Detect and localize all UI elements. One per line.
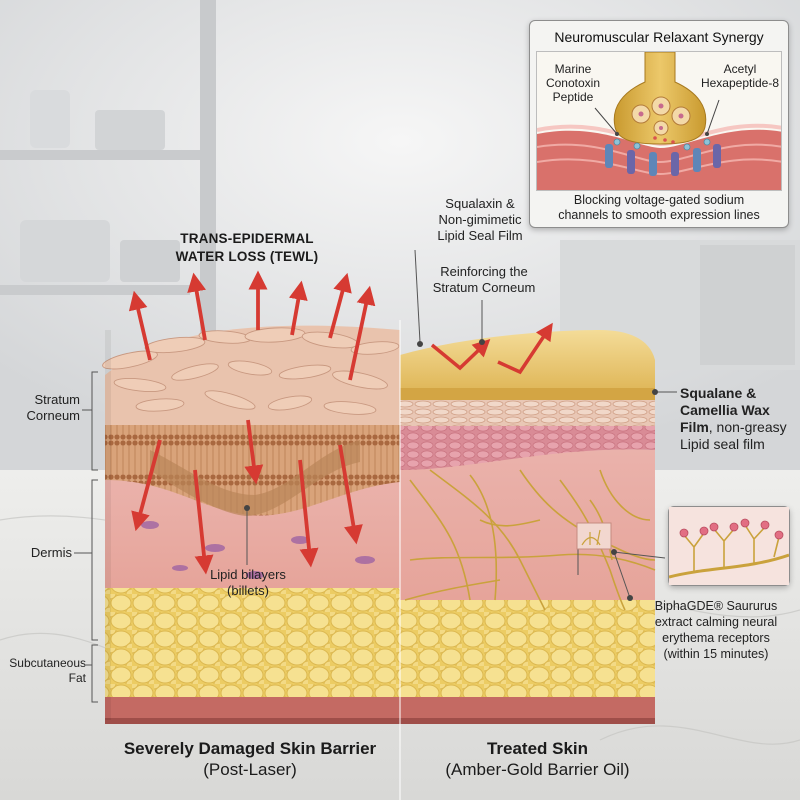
dermis-label: Dermis — [8, 545, 72, 561]
damaged-skin-block — [101, 326, 400, 720]
damaged-caption: Severely Damaged Skin Barrier(Post-Laser… — [100, 738, 400, 780]
stratum-corneum-right — [400, 398, 655, 426]
lipid-bilayers-label: Lipid bilayers(billets) — [198, 567, 298, 599]
receptor-highlight-box — [577, 523, 611, 549]
neuromuscular-inset: Neuromuscular Relaxant Synergy — [529, 20, 789, 228]
treated-skin-block — [400, 330, 655, 697]
receptor-diagram — [669, 507, 789, 585]
inset-title: Neuromuscular Relaxant Synergy — [530, 29, 788, 45]
treated-caption: Treated Skin(Amber-Gold Barrier Oil) — [405, 738, 670, 780]
dermis-right — [400, 449, 655, 600]
fat-layer-right — [400, 600, 655, 697]
squalane-film-label: Squalane & Camellia Wax Film, non-greasy… — [680, 385, 798, 453]
receptor-inset — [668, 506, 790, 586]
fat-layer-left — [105, 585, 400, 697]
